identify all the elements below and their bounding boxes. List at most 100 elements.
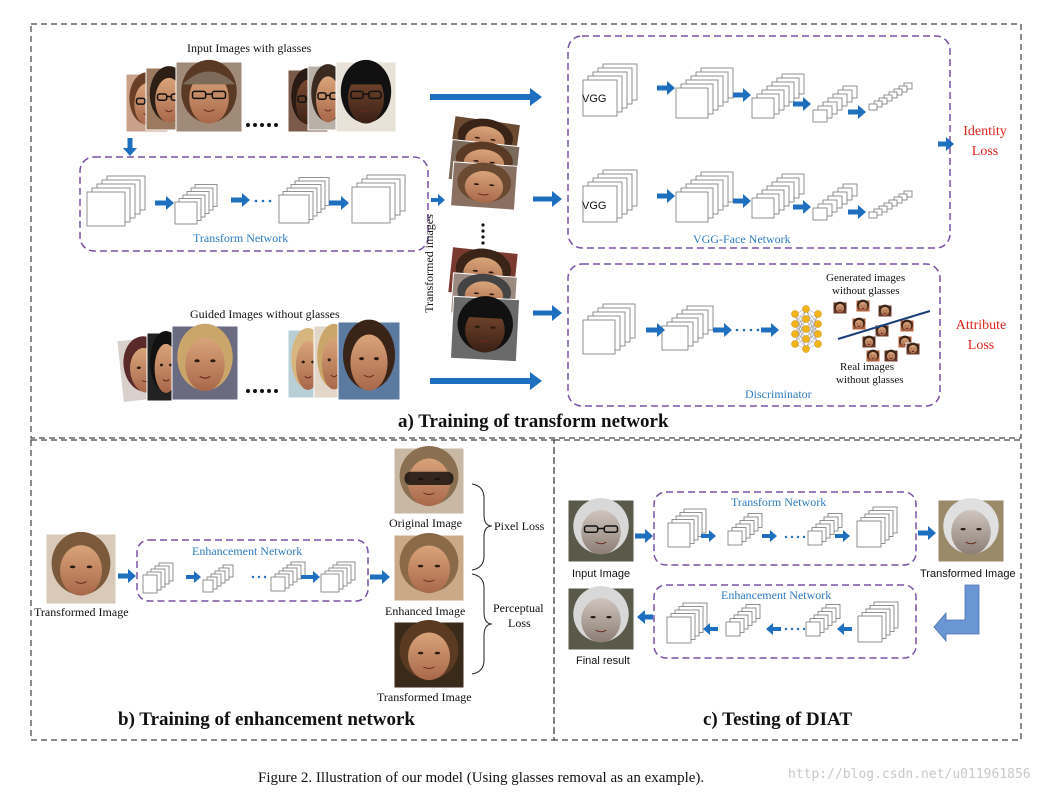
real-images-label-line2: without glasses (836, 374, 904, 386)
layer-block (812, 207, 828, 221)
layer-block (661, 325, 689, 351)
flow-arrow (761, 323, 779, 337)
flow-arrow (533, 305, 562, 321)
flow-arrow (835, 530, 850, 542)
vgg-label-top: VGG (582, 93, 607, 105)
layer-block (278, 194, 310, 224)
face-image (832, 301, 848, 315)
real-images-label-line1: Real images (840, 361, 895, 373)
layer-block (351, 186, 391, 224)
layer-block (857, 615, 883, 643)
flow-arrow (837, 623, 852, 635)
face-image (567, 498, 635, 563)
layer-block (675, 87, 709, 119)
flow-arrow (635, 529, 653, 543)
transformed-image-label-c: Transformed Image (920, 568, 1016, 580)
face-image (905, 342, 921, 356)
layer-block (856, 520, 882, 548)
final-result-label: Final result (576, 655, 630, 667)
flow-arrow (370, 570, 390, 584)
face-image (865, 349, 881, 363)
face-ellipses (246, 123, 485, 393)
flow-arrow (713, 323, 732, 337)
layer-block (868, 211, 878, 219)
flow-arrows (118, 81, 980, 643)
flow-arrow (793, 97, 811, 111)
layer-block (807, 530, 823, 546)
l-shaped-return-arrow (933, 584, 980, 643)
flow-arrow (301, 571, 320, 583)
layer-block (582, 185, 618, 223)
flow-arrow (733, 194, 751, 208)
neuron-node (802, 345, 810, 353)
layer-block (727, 530, 743, 546)
transform-network-box (79, 156, 429, 252)
figure-caption: Figure 2. Illustration of our model (Usi… (258, 770, 705, 786)
face-image (175, 59, 243, 133)
layer-block (725, 621, 741, 637)
layer-ellipses (251, 199, 806, 631)
layer-block (320, 573, 340, 593)
layer-block (812, 109, 828, 123)
layer-block (666, 616, 692, 644)
layer-block (582, 319, 616, 355)
watermark: http://blog.csdn.net/u011961856 (788, 767, 1031, 782)
flow-arrow (155, 196, 174, 210)
face-image (851, 317, 867, 331)
layer-block (751, 197, 775, 219)
face-image (897, 335, 913, 349)
face-image (393, 533, 465, 602)
face-image (937, 498, 1005, 563)
layer-block (751, 97, 775, 119)
flow-arrow (918, 526, 936, 540)
attribute-loss-label-line2: Loss (967, 338, 995, 353)
face-image (171, 323, 239, 401)
face-images (45, 59, 1005, 689)
face-image (393, 446, 465, 515)
discriminator-label: Discriminator (745, 387, 812, 401)
face-image (393, 620, 465, 689)
face-image (883, 349, 899, 363)
guided-images-label: Guided Images without glasses (190, 307, 340, 321)
transform-network-label: Transform Network (193, 231, 289, 245)
transformed-image-bottom-label: Transformed Image (377, 690, 472, 704)
neuron-node (802, 325, 810, 333)
layer-block (805, 621, 821, 637)
transformed-images-label: Transformed images (421, 214, 436, 313)
neuron-node (802, 315, 810, 323)
layer-block (270, 576, 286, 592)
face-image (861, 335, 877, 349)
enhancement-network-label-b: Enhancement Network (192, 544, 303, 558)
pixel-loss-label: Pixel Loss (494, 519, 545, 533)
transform-network-box-c (653, 491, 917, 566)
flow-arrow (938, 137, 954, 151)
enhancement-network-box-c (653, 584, 917, 659)
vgg-label-bottom: VGG (582, 200, 607, 212)
flow-arrow (637, 610, 653, 624)
face-image (335, 59, 397, 133)
identity-loss-label-line1: Identity (963, 124, 1007, 139)
input-images-label: Input Images with glasses (187, 41, 312, 55)
flow-arrow (657, 189, 675, 203)
face-image (450, 161, 518, 211)
enhanced-image-label: Enhanced Image (385, 604, 466, 618)
panel-a-title: a) Training of transform network (398, 411, 669, 432)
layer-block (142, 574, 158, 594)
layer-block (582, 79, 618, 117)
flow-arrow (329, 196, 349, 210)
neuron-node (814, 330, 822, 338)
flow-arrow (848, 105, 866, 119)
layer-block (86, 191, 126, 227)
face-image (337, 319, 401, 401)
layer-block (868, 103, 878, 111)
neuron-node (802, 335, 810, 343)
face-image (449, 295, 521, 363)
panel-c-border (553, 439, 1022, 741)
panel-b-title: b) Training of enhancement network (118, 709, 415, 730)
flow-arrow (701, 530, 716, 542)
flow-arrow (123, 138, 137, 156)
neuron-node (814, 310, 822, 318)
enhancement-network-box-b (136, 539, 369, 602)
flow-arrow (793, 200, 811, 214)
